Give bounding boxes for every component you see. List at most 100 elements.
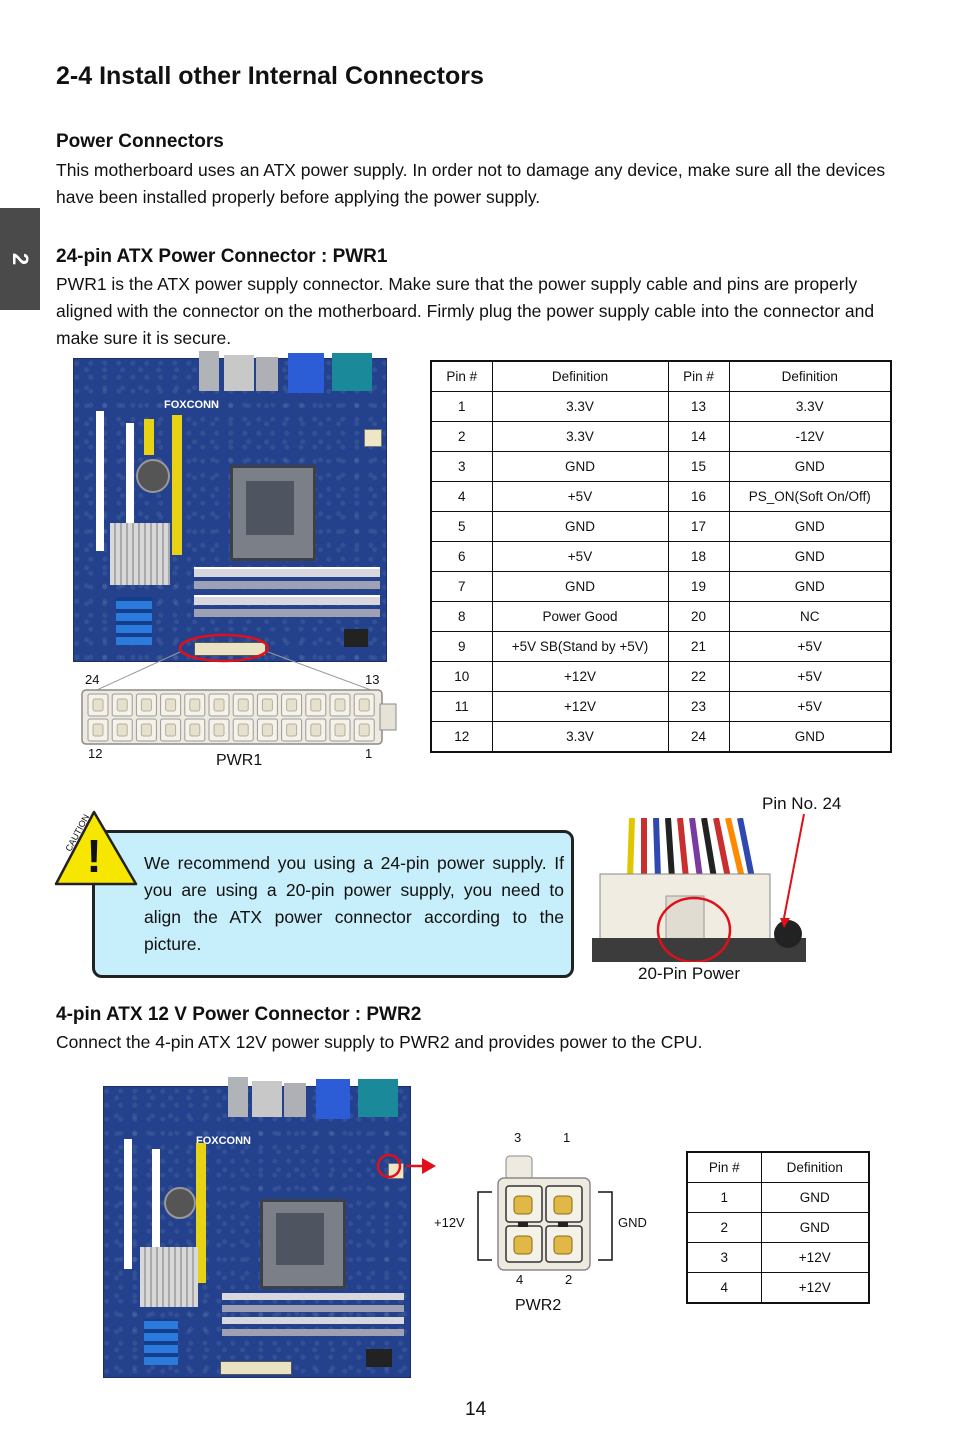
pwr1-connector-closeup [80,688,398,746]
table-cell: +5V [491,481,669,512]
caution-exclamation: ! [86,830,101,882]
pwr2-highlight-arrow [376,1153,436,1179]
table-cell: 8 [430,601,493,632]
table-cell: 13 [667,391,730,422]
connector-pin-hole [189,698,201,712]
table-cell: 15 [667,451,730,482]
table-cell: 19 [667,571,730,602]
pwr1-label: PWR1 [216,752,263,769]
motherboard-image-1: FOXCONN [73,351,387,662]
pwr1-pointer-lines [87,651,383,695]
connector-pin-hole [358,698,370,712]
table-cell: 1 [430,391,493,422]
table-cell: 18 [667,541,730,572]
table-cell: +12V [491,661,669,692]
pwr1-pin-13-label: 13 [365,672,380,687]
page-title: 2-4 Install other Internal Connectors [56,62,484,90]
connector-pin-hole [358,723,370,737]
pwr1-text: PWR1 is the ATX power supply connector. … [56,274,875,348]
table-cell: +5V SB(Stand by +5V) [491,631,669,662]
table-row: 3+12V [686,1242,870,1273]
connector-pin-hole [140,698,152,712]
table-header-cell: Definition [491,360,669,392]
table-cell: 12 [430,721,493,753]
caution-text: We recommend you using a 24-pin power su… [144,853,564,954]
table-cell: 4 [686,1272,762,1304]
table-header-cell: Pin # [667,360,730,392]
table-cell: 3.3V [491,391,669,422]
table-cell: 1 [686,1182,762,1213]
pwr1-heading: 24-pin ATX Power Connector : PWR1 [56,246,388,267]
chapter-tab: 2 [0,208,40,310]
table-cell: GND [728,511,892,542]
pwr2-label: PWR2 [515,1297,562,1314]
table-cell: GND [728,451,892,482]
table-header-row: Pin #Definition [686,1151,870,1183]
pwr2-heading: 4-pin ATX 12 V Power Connector : PWR2 [56,1004,422,1025]
table-cell: GND [728,721,892,753]
pwr1-pin-24-label: 24 [85,672,100,687]
table-cell: 6 [430,541,493,572]
table-header-cell: Definition [760,1151,870,1183]
connector-pin-hole [189,723,201,737]
table-cell: GND [760,1182,870,1213]
table-cell: +5V [728,691,892,722]
table-cell: +5V [728,661,892,692]
table-cell: 11 [430,691,493,722]
board-logo-2: FOXCONN [196,1135,251,1147]
table-cell: 14 [667,421,730,452]
table-cell: 3.3V [728,391,892,422]
20-pin-power-photo [592,818,806,962]
table-cell: GND [491,451,669,482]
table-cell: 3 [430,451,493,482]
table-cell: +5V [728,631,892,662]
table-cell: +12V [760,1242,870,1273]
pwr1-pin-12-label: 12 [88,746,103,761]
pin-no-24-label: Pin No. 24 [762,794,842,813]
table-cell: 17 [667,511,730,542]
connector-pin-hole [140,723,152,737]
chapter-number: 2 [8,252,33,266]
connector-pin-hole [237,723,249,737]
pwr2-pin-2-label: 2 [565,1272,573,1287]
connector-pin-hole [261,723,273,737]
table-cell: 20 [667,601,730,632]
connector-pin-hole [237,698,249,712]
table-cell: PS_ON(Soft On/Off) [728,481,892,512]
connector-pin-hole [165,698,177,712]
connector-pin-hole [116,723,128,737]
table-cell: 22 [667,661,730,692]
pwr1-highlight [178,633,270,663]
table-cell: 3.3V [491,421,669,452]
table-cell: GND [491,511,669,542]
table-cell: 5 [430,511,493,542]
pwr2-pin-4-label: 4 [516,1272,524,1287]
connector-pin-hole [334,723,346,737]
table-cell: 21 [667,631,730,662]
table-cell: 9 [430,631,493,662]
connector-pin-hole [310,698,322,712]
pwr2-connector-drawing [477,1155,613,1271]
table-cell: 7 [430,571,493,602]
connector-pin-hole [165,723,177,737]
page-number: 14 [465,1399,487,1420]
table-cell: 23 [667,691,730,722]
pwr2-text: Connect the 4-pin ATX 12V power supply t… [56,1032,703,1052]
table-cell: GND [728,541,892,572]
connector-pin-hole [92,723,104,737]
motherboard-image-2: FOXCONN [103,1077,411,1378]
table-cell: 2 [686,1212,762,1243]
table-cell: +12V [491,691,669,722]
table-cell: GND [728,571,892,602]
board-logo-1: FOXCONN [164,399,219,411]
connector-pin-hole [261,698,273,712]
power-connectors-heading: Power Connectors [56,131,224,152]
connector-pin-hole [334,698,346,712]
